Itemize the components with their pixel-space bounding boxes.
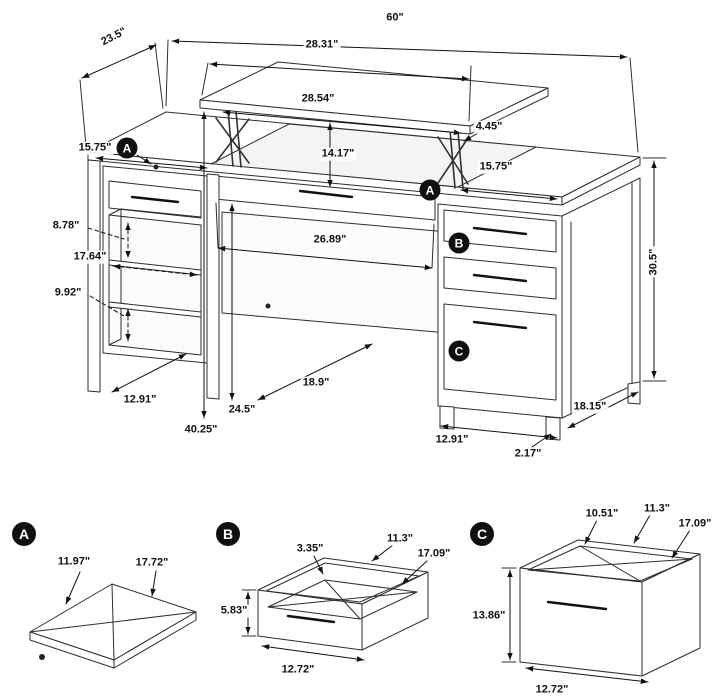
dim-floor-depth: 18.9" <box>300 376 332 390</box>
dim-lift-clearance-width: 28.54" <box>299 92 337 106</box>
dim-total-height: 30.5" <box>647 246 661 278</box>
detail-b-dim-front-width: 12.72" <box>279 663 317 677</box>
dim-left-compartment-width: 17.64" <box>71 250 109 264</box>
callout-b: B <box>448 232 470 254</box>
dim-overall-height-raised: 40.25" <box>182 423 220 437</box>
detail-b-callout-label: B <box>222 526 234 542</box>
detail-a-dim-depth: 17.72" <box>133 556 171 570</box>
detail-c-callout: C <box>470 522 494 546</box>
dim-lift-top-width: 28.31" <box>303 38 341 52</box>
dim-right-base-width: 12.91" <box>433 433 471 447</box>
dim-right-top-section: 15.75" <box>477 160 515 174</box>
callout-c: C <box>448 340 470 362</box>
dim-foot-height: 2.17" <box>512 447 544 461</box>
detail-c-dim-inner-depth: 10.51" <box>583 507 621 521</box>
detail-c-dim-side-depth: 17.09" <box>676 517 714 531</box>
detail-c-dim-front-width: 12.72" <box>533 683 571 697</box>
dim-left-lower-compartment: 9.92" <box>52 286 84 300</box>
detail-a-callout-label: A <box>18 526 30 542</box>
detail-b-callout: B <box>216 522 240 546</box>
detail-c-dim-front-height: 13.86" <box>470 609 508 623</box>
detail-b-dim-front-height: 5.83" <box>218 604 250 618</box>
dim-left-upper-compartment: 8.78" <box>50 219 82 233</box>
dim-left-base-depth: 12.91" <box>121 393 159 407</box>
callout-a-right-label: A <box>425 183 435 197</box>
detail-b-dim-side-depth: 17.09" <box>415 547 453 561</box>
detail-a-dim-width: 11.97" <box>55 555 93 569</box>
dim-lift-side-gap: 4.45" <box>473 120 505 134</box>
dim-lift-rise-height: 14.17" <box>319 147 357 161</box>
dim-kneehole-height: 24.5" <box>226 403 258 417</box>
dim-total-width: 60" <box>384 11 406 25</box>
detail-c-dim-inner-width: 11.3" <box>641 502 673 516</box>
dim-kneehole-width: 26.89" <box>311 233 349 247</box>
detail-b-dim-inner-width: 11.3" <box>384 532 416 546</box>
callout-b-label: B <box>454 236 464 250</box>
callout-a-left-label: A <box>122 141 132 155</box>
dim-right-base-depth: 18.15" <box>571 400 609 414</box>
callout-a-right: A <box>419 179 441 201</box>
detail-c-callout-label: C <box>476 526 488 542</box>
detail-b-dim-inner-depth: 3.35" <box>294 542 326 556</box>
callout-a-left: A <box>116 137 138 159</box>
callout-c-label: C <box>454 344 464 358</box>
detail-a-callout: A <box>12 522 36 546</box>
dim-left-top-section: 15.75" <box>76 141 114 155</box>
